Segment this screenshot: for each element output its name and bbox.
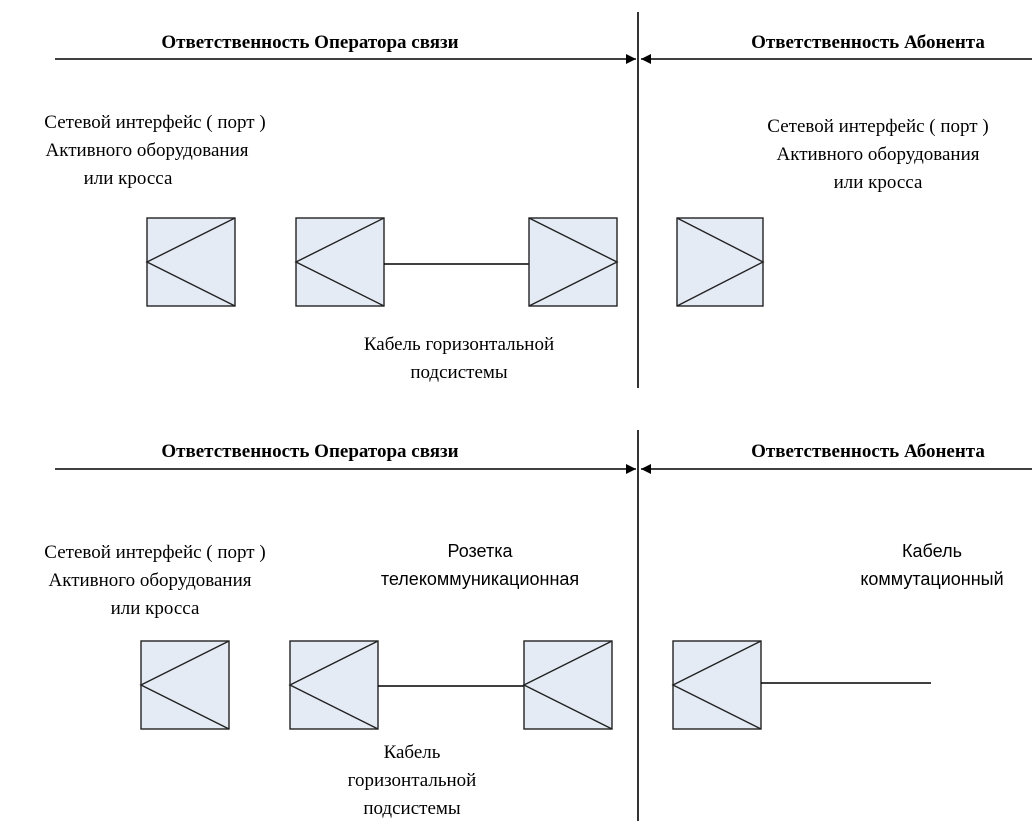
top-left-interface-label-line1: Сетевой интерфейс ( порт ) [44, 112, 265, 133]
top-panel: Ответственность Оператора связи Ответств… [44, 32, 1032, 383]
bottom-left-interface-label-line1: Сетевой интерфейс ( порт ) [44, 542, 265, 563]
top-port-patch-right [528, 217, 619, 307]
top-left-interface-label-line2: Активного оборудования [46, 140, 249, 161]
bottom-socket [522, 640, 613, 730]
bottom-socket-label-line1: Розетка [447, 541, 513, 561]
bottom-left-interface-label-line2: Активного оборудования [49, 570, 252, 591]
bottom-cable-label-line3: подсистемы [363, 798, 461, 819]
bottom-port-patch-left [288, 640, 379, 730]
bottom-socket-label-line2: телекоммуникационная [381, 569, 579, 589]
top-right-interface-label-line3: или кросса [834, 172, 923, 193]
bottom-patch-cable-label-line1: Кабель [902, 541, 962, 561]
bottom-left-interface-label-line3: или кросса [111, 598, 200, 619]
top-port-subscriber [676, 217, 765, 307]
top-port-left [145, 217, 236, 307]
top-port-patch-left [294, 217, 385, 307]
bottom-port-left [139, 640, 230, 730]
top-operator-header: Ответственность Оператора связи [161, 32, 458, 53]
top-right-interface-label-line1: Сетевой интерфейс ( порт ) [767, 116, 988, 137]
top-cable-label-line2: подсистемы [410, 362, 508, 383]
bottom-subscriber-header: Ответственность Абонента [751, 441, 985, 462]
bottom-operator-header: Ответственность Оператора связи [161, 441, 458, 462]
bottom-patch-cable-label-line2: коммутационный [860, 569, 1003, 589]
top-right-interface-label-line2: Активного оборудования [777, 144, 980, 165]
top-subscriber-header: Ответственность Абонента [751, 32, 985, 53]
bottom-port-subscriber [671, 640, 762, 730]
bottom-cable-label-line2: горизонтальной [348, 770, 477, 791]
bottom-panel: Ответственность Оператора связи Ответств… [44, 441, 1032, 819]
top-left-interface-label-line3: или кросса [84, 168, 173, 189]
bottom-cable-label-line1: Кабель [384, 742, 441, 763]
top-cable-label-line1: Кабель горизонтальной [364, 334, 554, 355]
